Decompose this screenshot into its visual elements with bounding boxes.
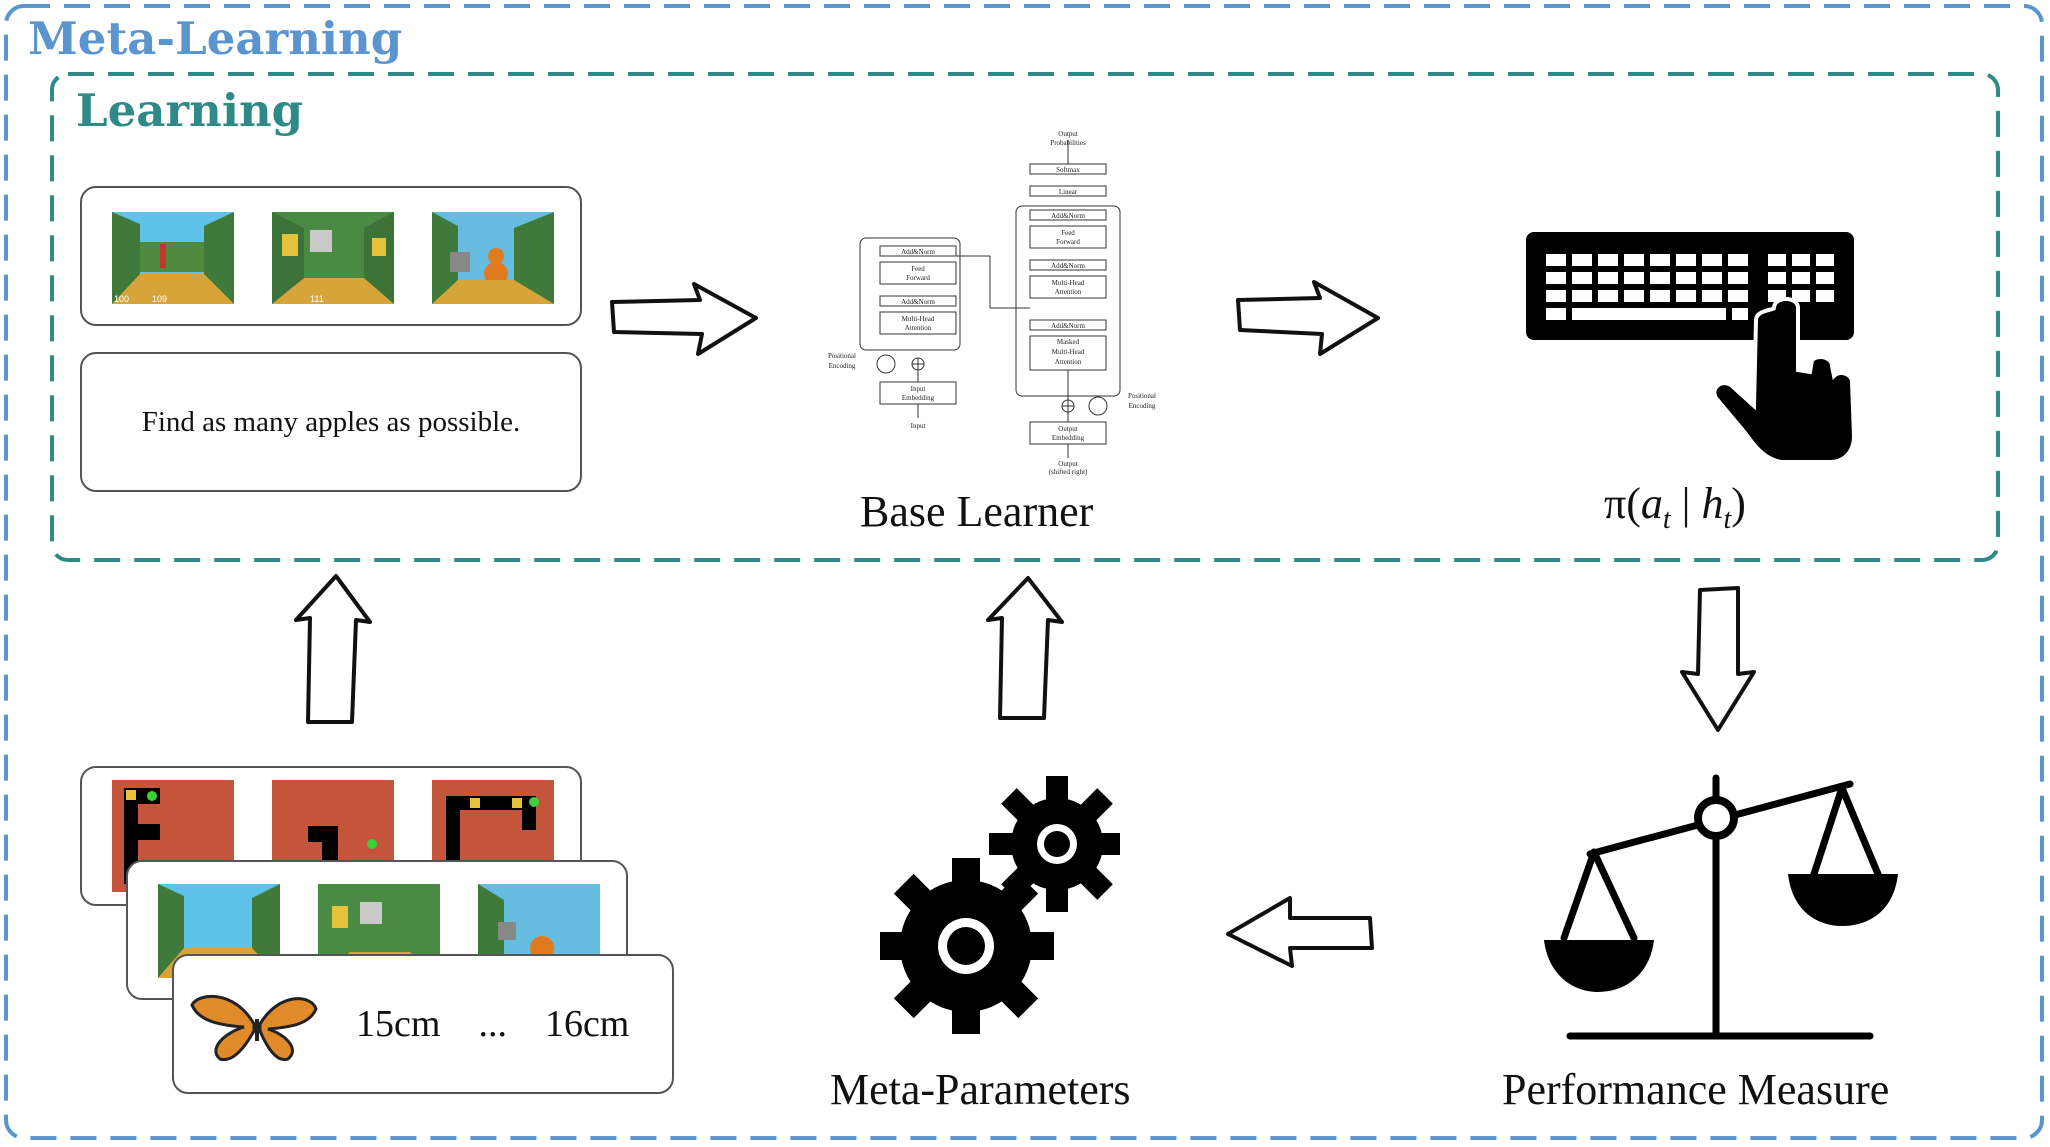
svg-text:Positional: Positional — [828, 352, 856, 360]
instruction-card: Find as many apples as possible. — [80, 352, 582, 492]
instruction-text: Find as many apples as possible. — [141, 405, 521, 438]
svg-text:Softmax: Softmax — [1056, 166, 1080, 174]
scale-icon — [1544, 774, 1898, 1040]
svg-text:Embedding: Embedding — [902, 394, 935, 402]
svg-text:Feed: Feed — [1061, 229, 1075, 237]
svg-text:Add&Norm: Add&Norm — [1051, 212, 1085, 220]
meta-learning-title: Meta-Learning — [28, 12, 403, 65]
svg-text:Multi-Head: Multi-Head — [902, 315, 935, 323]
arrow-up-middle — [986, 576, 1064, 720]
svg-text:Multi-Head: Multi-Head — [1052, 279, 1085, 287]
arrow-up-left — [294, 574, 372, 724]
arrow-down-right — [1680, 586, 1756, 732]
svg-text:Masked: Masked — [1057, 338, 1080, 346]
keyboard-hand-icon — [1526, 232, 1857, 464]
svg-text:(shifted right): (shifted right) — [1049, 468, 1088, 476]
svg-text:109: 109 — [152, 294, 167, 304]
arrow-right-2 — [1236, 280, 1380, 356]
size-right: 16cm — [544, 1003, 630, 1045]
svg-text:Output: Output — [1058, 130, 1078, 138]
size-left: 15cm — [356, 1003, 441, 1045]
task-card-measurement: 15cm ... 16cm — [172, 954, 674, 1094]
svg-text:Forward: Forward — [906, 274, 930, 282]
observation-card: 100 109 111 — [80, 186, 582, 326]
performance-measure-label: Performance Measure — [1502, 1065, 1890, 1114]
policy-label: π(at | ht) — [1604, 479, 1746, 535]
arrow-right-1 — [610, 282, 758, 356]
svg-text:Attention: Attention — [905, 324, 932, 332]
svg-text:Add&Norm: Add&Norm — [1051, 322, 1085, 330]
meta-learning-frame — [4, 4, 2044, 1140]
svg-text:111: 111 — [310, 294, 324, 304]
svg-text:100: 100 — [114, 294, 129, 304]
base-learner-label: Base Learner — [860, 487, 1094, 536]
meta-parameters-label: Meta-Parameters — [830, 1065, 1131, 1114]
svg-text:Input: Input — [911, 422, 926, 430]
svg-text:Output: Output — [1058, 425, 1078, 433]
learning-frame — [50, 72, 2000, 562]
svg-text:Add&Norm: Add&Norm — [1051, 262, 1085, 270]
svg-text:Input: Input — [911, 385, 926, 393]
svg-text:Add&Norm: Add&Norm — [901, 248, 935, 256]
encoder-block — [859, 237, 961, 351]
observation-scenes: 100 109 111 — [112, 212, 554, 304]
svg-text:Attention: Attention — [1055, 358, 1082, 366]
svg-text:Forward: Forward — [1056, 238, 1080, 246]
scene-1: 100 109 — [112, 212, 234, 304]
svg-text:Add&Norm: Add&Norm — [901, 298, 935, 306]
svg-text:Linear: Linear — [1059, 188, 1078, 196]
butterfly-icon — [190, 994, 318, 1062]
svg-text:Encoding: Encoding — [829, 362, 856, 370]
svg-text:Positional: Positional — [1128, 392, 1156, 400]
gears-icon — [880, 776, 1120, 1034]
transformer-diagram: Output Probabilities Softmax Linear Add&… — [828, 130, 1156, 476]
scene-3 — [432, 212, 554, 304]
size-ellipsis: ... — [478, 1003, 507, 1045]
svg-text:Attention: Attention — [1055, 288, 1082, 296]
arrow-left — [1226, 896, 1374, 968]
svg-text:Embedding: Embedding — [1052, 434, 1085, 442]
svg-text:Feed: Feed — [911, 265, 925, 273]
svg-text:Encoding: Encoding — [1129, 402, 1156, 410]
svg-text:Output: Output — [1058, 460, 1078, 468]
learning-title: Learning — [76, 84, 304, 137]
svg-text:Probabilities: Probabilities — [1050, 139, 1086, 147]
svg-text:Multi-Head: Multi-Head — [1052, 348, 1085, 356]
scene-2: 111 — [272, 212, 394, 304]
